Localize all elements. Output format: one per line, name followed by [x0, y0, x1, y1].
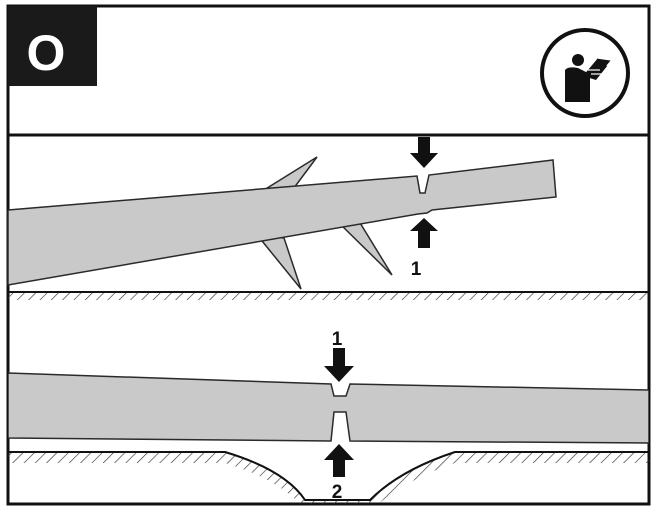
- panel-top: 1: [7, 137, 649, 300]
- cut-number-label: 1: [411, 259, 422, 280]
- read-manual-icon: [540, 28, 630, 118]
- cut-arrow-down: [410, 137, 438, 168]
- log-body: [7, 159, 557, 286]
- cut-arrow-down: [324, 348, 354, 382]
- ground-dip-hatch: [8, 452, 649, 504]
- cut-arrow-up: [410, 218, 438, 248]
- cut-number-label: 2: [332, 482, 343, 503]
- cut-number-label: 1: [332, 329, 343, 350]
- panel-bottom: 1 2: [8, 329, 649, 504]
- section-letter: O: [27, 25, 66, 81]
- log-body: [8, 372, 649, 444]
- ground-hatch: [8, 292, 649, 300]
- section-badge: O: [8, 6, 97, 86]
- ground-dip-line: [8, 451, 649, 501]
- cut-arrow-up: [324, 444, 354, 477]
